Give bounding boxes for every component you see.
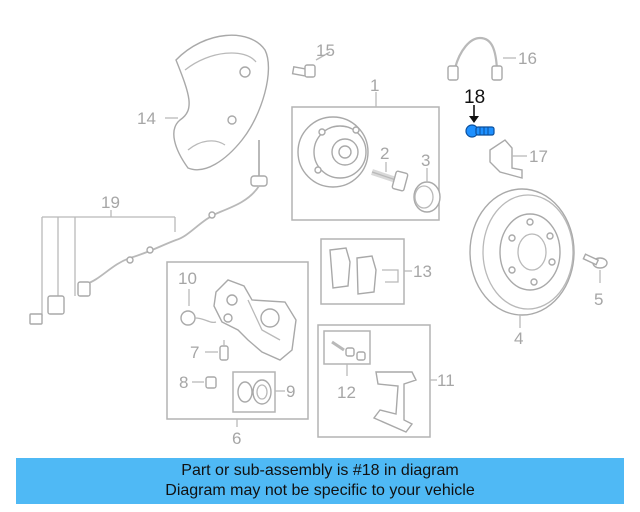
- carrier-box: [317, 324, 431, 438]
- callout-14: 14: [137, 109, 156, 128]
- part-1-hub: [297, 116, 369, 188]
- part-10-spring: [180, 289, 217, 326]
- part-13-brake-pads: [329, 247, 399, 295]
- callout-9: 9: [286, 382, 295, 401]
- callout-11: 11: [437, 371, 455, 390]
- part-8-cap: [192, 376, 217, 389]
- callout-12: 12: [337, 383, 356, 402]
- callout-16: 16: [518, 49, 537, 68]
- part-18-banjo-bolt: [465, 105, 495, 138]
- callout-18: 18: [464, 87, 485, 108]
- hub-assembly-box: [291, 106, 440, 221]
- callout-2: 2: [380, 144, 389, 163]
- part-15-bolt: [291, 51, 331, 78]
- callout-17: 17: [529, 147, 548, 166]
- part-17-bracket: [489, 139, 527, 179]
- callout-13: 13: [413, 262, 432, 281]
- part-7-bleeder: [205, 340, 229, 361]
- callout-8: 8: [179, 373, 188, 392]
- part-3-cap: [413, 168, 441, 213]
- callout-15: 15: [316, 41, 335, 60]
- parts-diagram: 14 15 1 2 3 16: [29, 34, 608, 448]
- part-9-seal-kit: [237, 379, 285, 405]
- callout-3: 3: [421, 151, 430, 170]
- part-2-axle-nut: [371, 162, 409, 192]
- part-11-caliper-carrier: [372, 371, 417, 433]
- callout-7: 7: [190, 343, 199, 362]
- seal-kit-box: [232, 371, 276, 413]
- part-16-brake-hose: [447, 36, 516, 81]
- callout-19: 19: [101, 193, 120, 212]
- part-19-wear-sensor: [29, 140, 268, 325]
- callout-4: 4: [514, 329, 523, 348]
- part-5-screw: [582, 253, 608, 283]
- notice-line-1: Part or sub-assembly is #18 in diagram: [181, 462, 459, 479]
- callout-10: 10: [178, 269, 197, 288]
- notice-banner: Part or sub-assembly is #18 in diagram D…: [16, 458, 624, 504]
- notice-line-2: Diagram may not be specific to your vehi…: [165, 482, 475, 499]
- part-6-caliper: [213, 279, 297, 361]
- callout-5: 5: [594, 290, 603, 309]
- part-14-dust-shield: [165, 34, 270, 171]
- callout-6: 6: [232, 429, 241, 448]
- part-12-guide-pins: [331, 340, 366, 376]
- callout-1: 1: [370, 76, 379, 95]
- part-4-brake-disc: [469, 188, 575, 328]
